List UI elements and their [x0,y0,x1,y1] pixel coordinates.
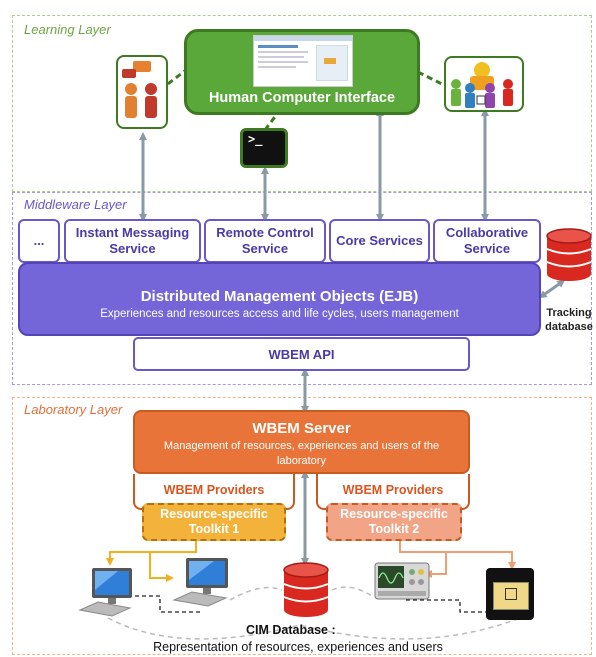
wbem-api-box[interactable]: WBEM API [133,337,470,371]
terminal-icon: >_ [240,128,288,168]
service-collaborative[interactable]: Collaborative Service [433,219,541,263]
instrument-device-icon [486,568,534,620]
vertical-arrows [139,108,566,566]
hci-box[interactable]: Human Computer Interface [184,29,420,115]
dmo-subtitle: Experiences and resources access and lif… [100,308,459,320]
learning-layer-frame [12,15,592,192]
service-core[interactable]: Core Services [329,219,430,263]
tracking-database-icon [546,228,592,281]
wbem-providers-2-title: WBEM Providers [342,483,444,497]
learning-layer-title: Learning Layer [24,22,111,37]
db-curves [107,586,521,640]
wbem-server-subtitle: Management of resources, experiences and… [163,440,440,467]
wbem-server-title: WBEM Server [252,419,351,437]
middleware-layer-title: Middleware Layer [24,197,127,212]
wbem-providers-1-title: WBEM Providers [163,483,265,497]
service-remote-control[interactable]: Remote Control Service [204,219,326,263]
cim-database-icon [283,562,329,617]
service-instant-messaging[interactable]: Instant Messaging Service [64,219,201,263]
computer-1-icon [78,568,132,617]
toolkit-2-box[interactable]: Resource-specific Toolkit 2 [326,503,462,541]
terminal-prompt: >_ [248,132,263,146]
computer-2-icon [172,558,228,607]
oscilloscope-icon [374,562,430,600]
toolkit2-links [399,540,516,578]
toolkit1-links [106,540,197,582]
hci-title: Human Computer Interface [208,90,396,106]
device-dotted-links [128,595,492,613]
tracking-database-label: Tracking database [545,307,593,333]
laboratory-layer-title: Laboratory Layer [24,402,123,417]
dmo-title: Distributed Management Objects (EJB) [140,287,419,305]
collaboration-icon [444,56,524,112]
toolkit-1-box[interactable]: Resource-specific Toolkit 1 [142,503,286,541]
cim-database-subtitle: Representation of resources, experiences… [153,640,443,654]
chat-users-icon [116,55,168,129]
wbem-server-box[interactable]: WBEM Server Management of resources, exp… [133,410,470,474]
cim-database-title: CIM Database : [246,623,336,637]
service-more[interactable]: ... [18,219,60,263]
dmo-box[interactable]: Distributed Management Objects (EJB) Exp… [18,262,541,336]
hci-screenshot-thumbnail [253,35,353,87]
